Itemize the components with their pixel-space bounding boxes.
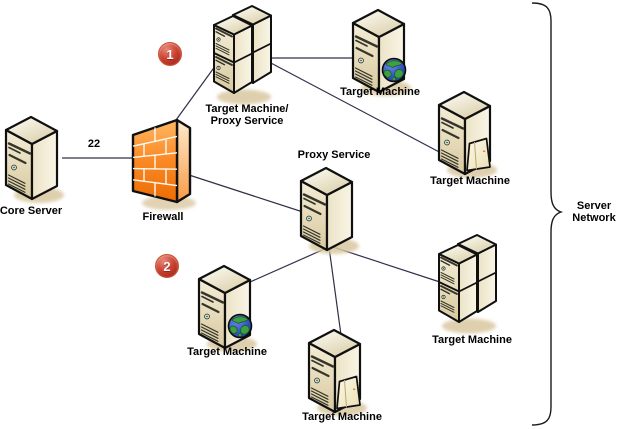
node-label-line2: Proxy Service [210,114,284,127]
tower-server-icon [434,90,498,180]
node-target-machine-file-right [434,90,498,180]
node-label-core-server: Core Server [0,205,63,217]
tower-server-icon [194,264,258,354]
firewall-icon [127,114,197,212]
node-target-machine-web-bottom [194,264,258,354]
connection-firewall-to-proxy-service [188,174,307,214]
tower-server-icon [1,115,65,205]
node-target-proxy-stack [208,4,272,106]
tower-server-icon [296,166,360,256]
server-network-label-line1: Server [576,200,612,212]
node-label-proxy-service: Proxy Service [297,149,371,161]
node-label-target-machine-file-right: Target Machine [430,175,510,187]
server-network-label: Server Network [556,200,620,224]
step-badge-1: 1 [158,42,182,66]
node-label-target-machine-file-bottom: Target Machine [302,411,382,423]
document-icon [466,137,491,172]
node-firewall [127,114,197,212]
step-badge-2: 2 [155,254,179,278]
connection-firewall-to-proxy-stack [175,57,222,121]
node-proxy-service [296,166,360,256]
node-label-target-machine-web-bottom: Target Machine [187,346,267,358]
edge-label-port-22: 22 [87,138,101,150]
connection-proxy-to-target-stack-bottom [329,245,447,285]
node-target-machine-file-bottom [304,328,368,418]
node-target-machine-web-top [348,8,412,98]
globe-icon [381,57,407,83]
node-label-firewall: Firewall [142,211,184,223]
server-network-brace [531,2,564,426]
step-badge-2-number: 2 [163,258,171,274]
connection-proxy-to-target-web-bottom [249,246,330,283]
globe-icon [227,313,253,339]
document-icon [336,375,361,410]
tower-server-icon [348,8,412,98]
node-label-target-machine-stack-bottom: Target Machine [432,334,512,346]
step-badge-1-number: 1 [166,46,174,62]
node-label-line1: Target Machine/ [205,103,289,115]
connection-proxy-to-target-file-bottom [328,246,342,336]
node-label-target-proxy-stack: Target Machine/ Proxy Service [188,103,306,127]
server-stack-icon [433,233,497,335]
tower-server-icon [304,328,368,418]
node-core-server [1,115,65,205]
node-label-target-machine-web-top: Target Machine [340,86,420,98]
node-target-machine-stack-bottom [433,233,497,335]
server-stack-icon [208,4,272,106]
connection-stack-to-target-file-right [268,61,444,155]
server-network-label-line2: Network [572,211,616,224]
